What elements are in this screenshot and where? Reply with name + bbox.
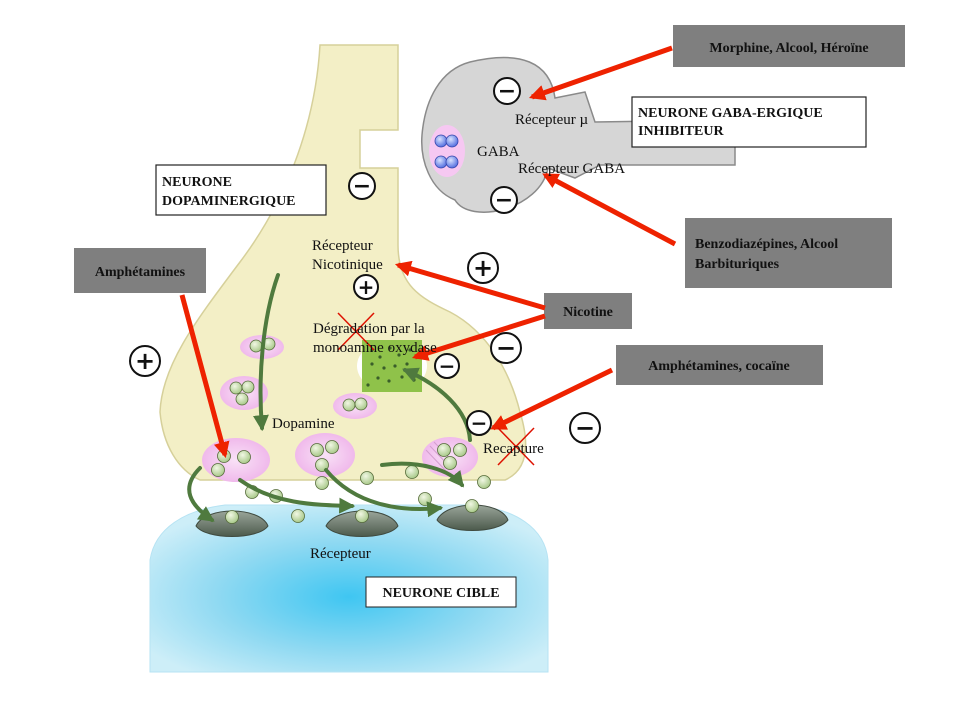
postsynaptic-receptors — [195, 499, 509, 537]
svg-text:+: + — [135, 347, 155, 375]
drug-nicotine: Nicotine — [563, 305, 613, 320]
plus-circle-icon: + — [467, 252, 499, 284]
svg-text:−: − — [496, 334, 516, 362]
green-arrow-icon — [187, 273, 472, 522]
minus-circle-icon: − — [466, 410, 492, 436]
cross-mark-icon — [337, 312, 535, 466]
svg-text:−: − — [575, 414, 595, 442]
label-gaba-line1: NEURONE GABA-ERGIQUE — [638, 106, 823, 121]
label-dopaminergic-line2: DOPAMINERGIQUE — [162, 194, 296, 209]
drug-amphetamines: Amphétamines — [95, 265, 186, 280]
drug-benzo-line2: Barbituriques — [695, 257, 780, 272]
drug-box-amph-cocaine — [616, 345, 823, 385]
drug-benzo-line1: Benzodiazépines, Alcool — [695, 237, 838, 252]
label-recepteur-gaba: Récepteur GABA — [518, 161, 625, 177]
label-box-dopaminergic — [155, 164, 327, 216]
label-box-gaba — [631, 96, 867, 148]
svg-text:−: − — [498, 79, 516, 104]
label-dopamine: Dopamine — [272, 416, 335, 432]
dopaminergic-neuron-body — [159, 44, 527, 481]
label-recapture: Recapture — [483, 441, 544, 457]
label-gaba: GABA — [477, 144, 520, 160]
minus-circle-icon: − — [569, 412, 601, 444]
minus-circle-icon: − — [493, 77, 521, 105]
drug-amph-cocaine: Amphétamines, cocaïne — [648, 359, 790, 374]
gaba-molecules — [434, 134, 459, 169]
drug-box-nicotine — [544, 293, 632, 329]
svg-text:+: + — [358, 275, 375, 299]
label-recepteur: Récepteur — [310, 546, 371, 562]
plus-circle-icon: + — [353, 274, 379, 300]
gaba-vesicle — [429, 125, 465, 177]
drug-box-amphetamines — [74, 248, 206, 293]
drug-box-benzo — [685, 218, 892, 288]
minus-circle-icon: − — [490, 332, 522, 364]
minus-circle-icon: − — [434, 353, 460, 379]
drug-box-morphine — [673, 25, 905, 67]
label-degradation-line2: monoamine oxydase — [313, 340, 437, 356]
label-gaba-line2: INHIBITEUR — [638, 124, 724, 139]
label-box-target — [365, 576, 517, 608]
minus-circle-icon: − — [490, 186, 518, 214]
label-degradation-line1: Dégradation par la — [313, 321, 425, 337]
drug-morphine: Morphine, Alcool, Héroïne — [709, 41, 868, 56]
plus-circle-icon: + — [129, 345, 161, 377]
label-recepteur-nicotinique-line1: Récepteur — [312, 238, 373, 254]
label-recepteur-mu: Récepteur µ — [515, 112, 589, 128]
label-recepteur-nicotinique-line2: Nicotinique — [312, 257, 383, 273]
label-target: NEURONE CIBLE — [382, 586, 499, 601]
svg-text:−: − — [495, 188, 513, 213]
svg-text:−: − — [353, 174, 371, 199]
minus-circle-icon: − — [348, 172, 376, 200]
label-dopaminergic-line1: NEURONE — [162, 175, 232, 190]
svg-text:−: − — [439, 354, 456, 378]
svg-text:+: + — [473, 254, 493, 282]
svg-text:−: − — [471, 411, 488, 435]
red-arrow-icon — [179, 45, 677, 459]
